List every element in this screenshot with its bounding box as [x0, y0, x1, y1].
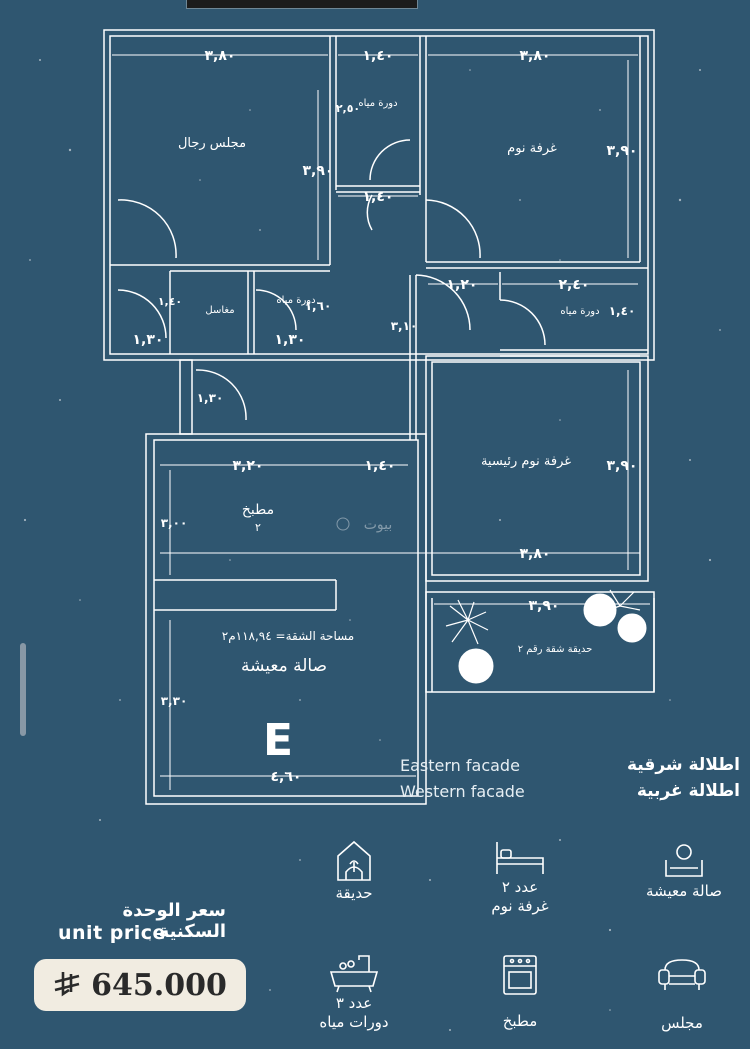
top-image-strip — [186, 0, 418, 9]
watermark-icon — [336, 517, 350, 531]
price-title-ar: سعر الوحدة السكنية — [122, 900, 226, 942]
dim-majlis-height: ٣,٩٠ — [303, 163, 334, 179]
dim-bedroom-height: ٣,٩٠ — [607, 143, 638, 159]
dim-entry-height: ١,٣٠ — [197, 391, 224, 405]
scroll-indicator[interactable] — [20, 643, 26, 736]
unit-letter: E — [263, 715, 293, 766]
dim-living-width: ٤,٦٠ — [271, 769, 302, 785]
room-bedroom: غرفة نوم — [507, 141, 557, 156]
dim-wash-height: ١,٤٠ — [158, 295, 182, 308]
room-kitchen: مطبخ — [242, 502, 274, 518]
feature-garden-label: حديقة — [335, 884, 373, 902]
room-majlis: مجلس رجال — [178, 136, 246, 151]
dim-bedroom-width: ٣,٨٠ — [520, 48, 551, 64]
feature-kitchen: مطبخ — [474, 952, 566, 1031]
feature-bathrooms-count: عدد ٣ — [335, 994, 373, 1012]
room-kitchen-num: ٢ — [255, 521, 261, 534]
dim-bath-top-width: ١,٤٠ — [363, 48, 394, 64]
dim-hall-height: ٣,١٠ — [391, 319, 418, 333]
dim-kitchen-extra: ١,٤٠ — [365, 458, 396, 474]
dim-garden-width: ٣,٩٠ — [529, 598, 560, 614]
bed-icon — [496, 842, 544, 874]
price-title-en: unit price — [58, 922, 166, 944]
feature-majlis-label: مجلس — [661, 1014, 703, 1032]
facade-west: Western facade اطلالة غربية — [400, 778, 740, 804]
riyal-symbol-icon — [54, 972, 80, 997]
garden-icon — [337, 840, 371, 881]
watermark-text: بيوت — [364, 517, 393, 533]
feature-living-label: صالة معيشة — [646, 882, 722, 900]
price-box: 645.000 — [34, 959, 246, 1011]
feature-kitchen-label: مطبخ — [502, 1012, 538, 1030]
facade-labels: Eastern facade اطلالة شرقية Western faca… — [400, 752, 740, 804]
stove-icon — [503, 955, 537, 995]
facade-west-ar: اطلالة غربية — [636, 781, 740, 801]
room-master-bedroom: غرفة نوم رئيسية — [481, 454, 571, 469]
garden-plants-icon — [445, 589, 647, 684]
room-bath-small: دورة مياه — [276, 295, 315, 306]
room-bath-top: دورة مياه — [358, 98, 397, 109]
dim-kitchen-width: ٣,٢٠ — [233, 458, 264, 474]
dim-kitchen-height: ٣,٠٠ — [161, 516, 188, 530]
facade-west-en: Western facade — [400, 781, 525, 801]
dim-bath-top-height: ٢,٥٠ — [336, 102, 360, 115]
dim-majlis-width: ٣,٨٠ — [205, 48, 236, 64]
feature-majlis: مجلس — [636, 956, 728, 1033]
dim-master-width: ٣,٨٠ — [520, 546, 551, 562]
dim-wash-width: ١,٣٠ — [133, 332, 164, 348]
feature-bedrooms-label: غرفة نوم — [491, 897, 549, 915]
feature-bathrooms: عدد ٣ دورات مياه — [308, 950, 400, 1032]
feature-garden: حديقة — [308, 838, 400, 903]
facade-east-en: Eastern facade — [400, 755, 520, 775]
room-washroom: مغاسل — [205, 305, 234, 316]
dim-corridor-width: ١,٤٠ — [363, 189, 394, 205]
sofa-icon — [665, 844, 703, 877]
dim-bath-right-width: ٢,٤٠ — [559, 277, 590, 293]
room-bath-right: دورة مياه — [560, 306, 599, 317]
bathtub-icon — [329, 955, 379, 993]
apartment-area: مساحة الشقة= ١١٨,٩٤م٢ — [222, 629, 354, 643]
room-living: صالة معيشة — [241, 656, 327, 676]
feature-bedrooms: عدد ٢ غرفة نوم — [474, 836, 566, 916]
feature-living: صالة معيشة — [628, 842, 740, 901]
couch-icon — [658, 959, 706, 990]
dim-hall-width: ١,٢٠ — [447, 277, 478, 293]
garden-label: حديقة شقة رقم ٢ — [518, 644, 593, 655]
feature-bedrooms-count: عدد ٢ — [501, 878, 539, 896]
dim-bath-small-height: ١,٦٠ — [305, 299, 332, 313]
dim-living-height: ٣,٣٠ — [161, 694, 188, 708]
feature-bathrooms-label: دورات مياه — [319, 1013, 389, 1031]
dim-master-height: ٣,٩٠ — [607, 458, 638, 474]
facade-east: Eastern facade اطلالة شرقية — [400, 752, 740, 778]
price-value: 645.000 — [91, 967, 227, 1003]
dim-bath-right-height: ١,٤٠ — [609, 304, 636, 318]
facade-east-ar: اطلالة شرقية — [626, 755, 740, 775]
dim-bath-small-width: ١,٣٠ — [275, 332, 306, 348]
